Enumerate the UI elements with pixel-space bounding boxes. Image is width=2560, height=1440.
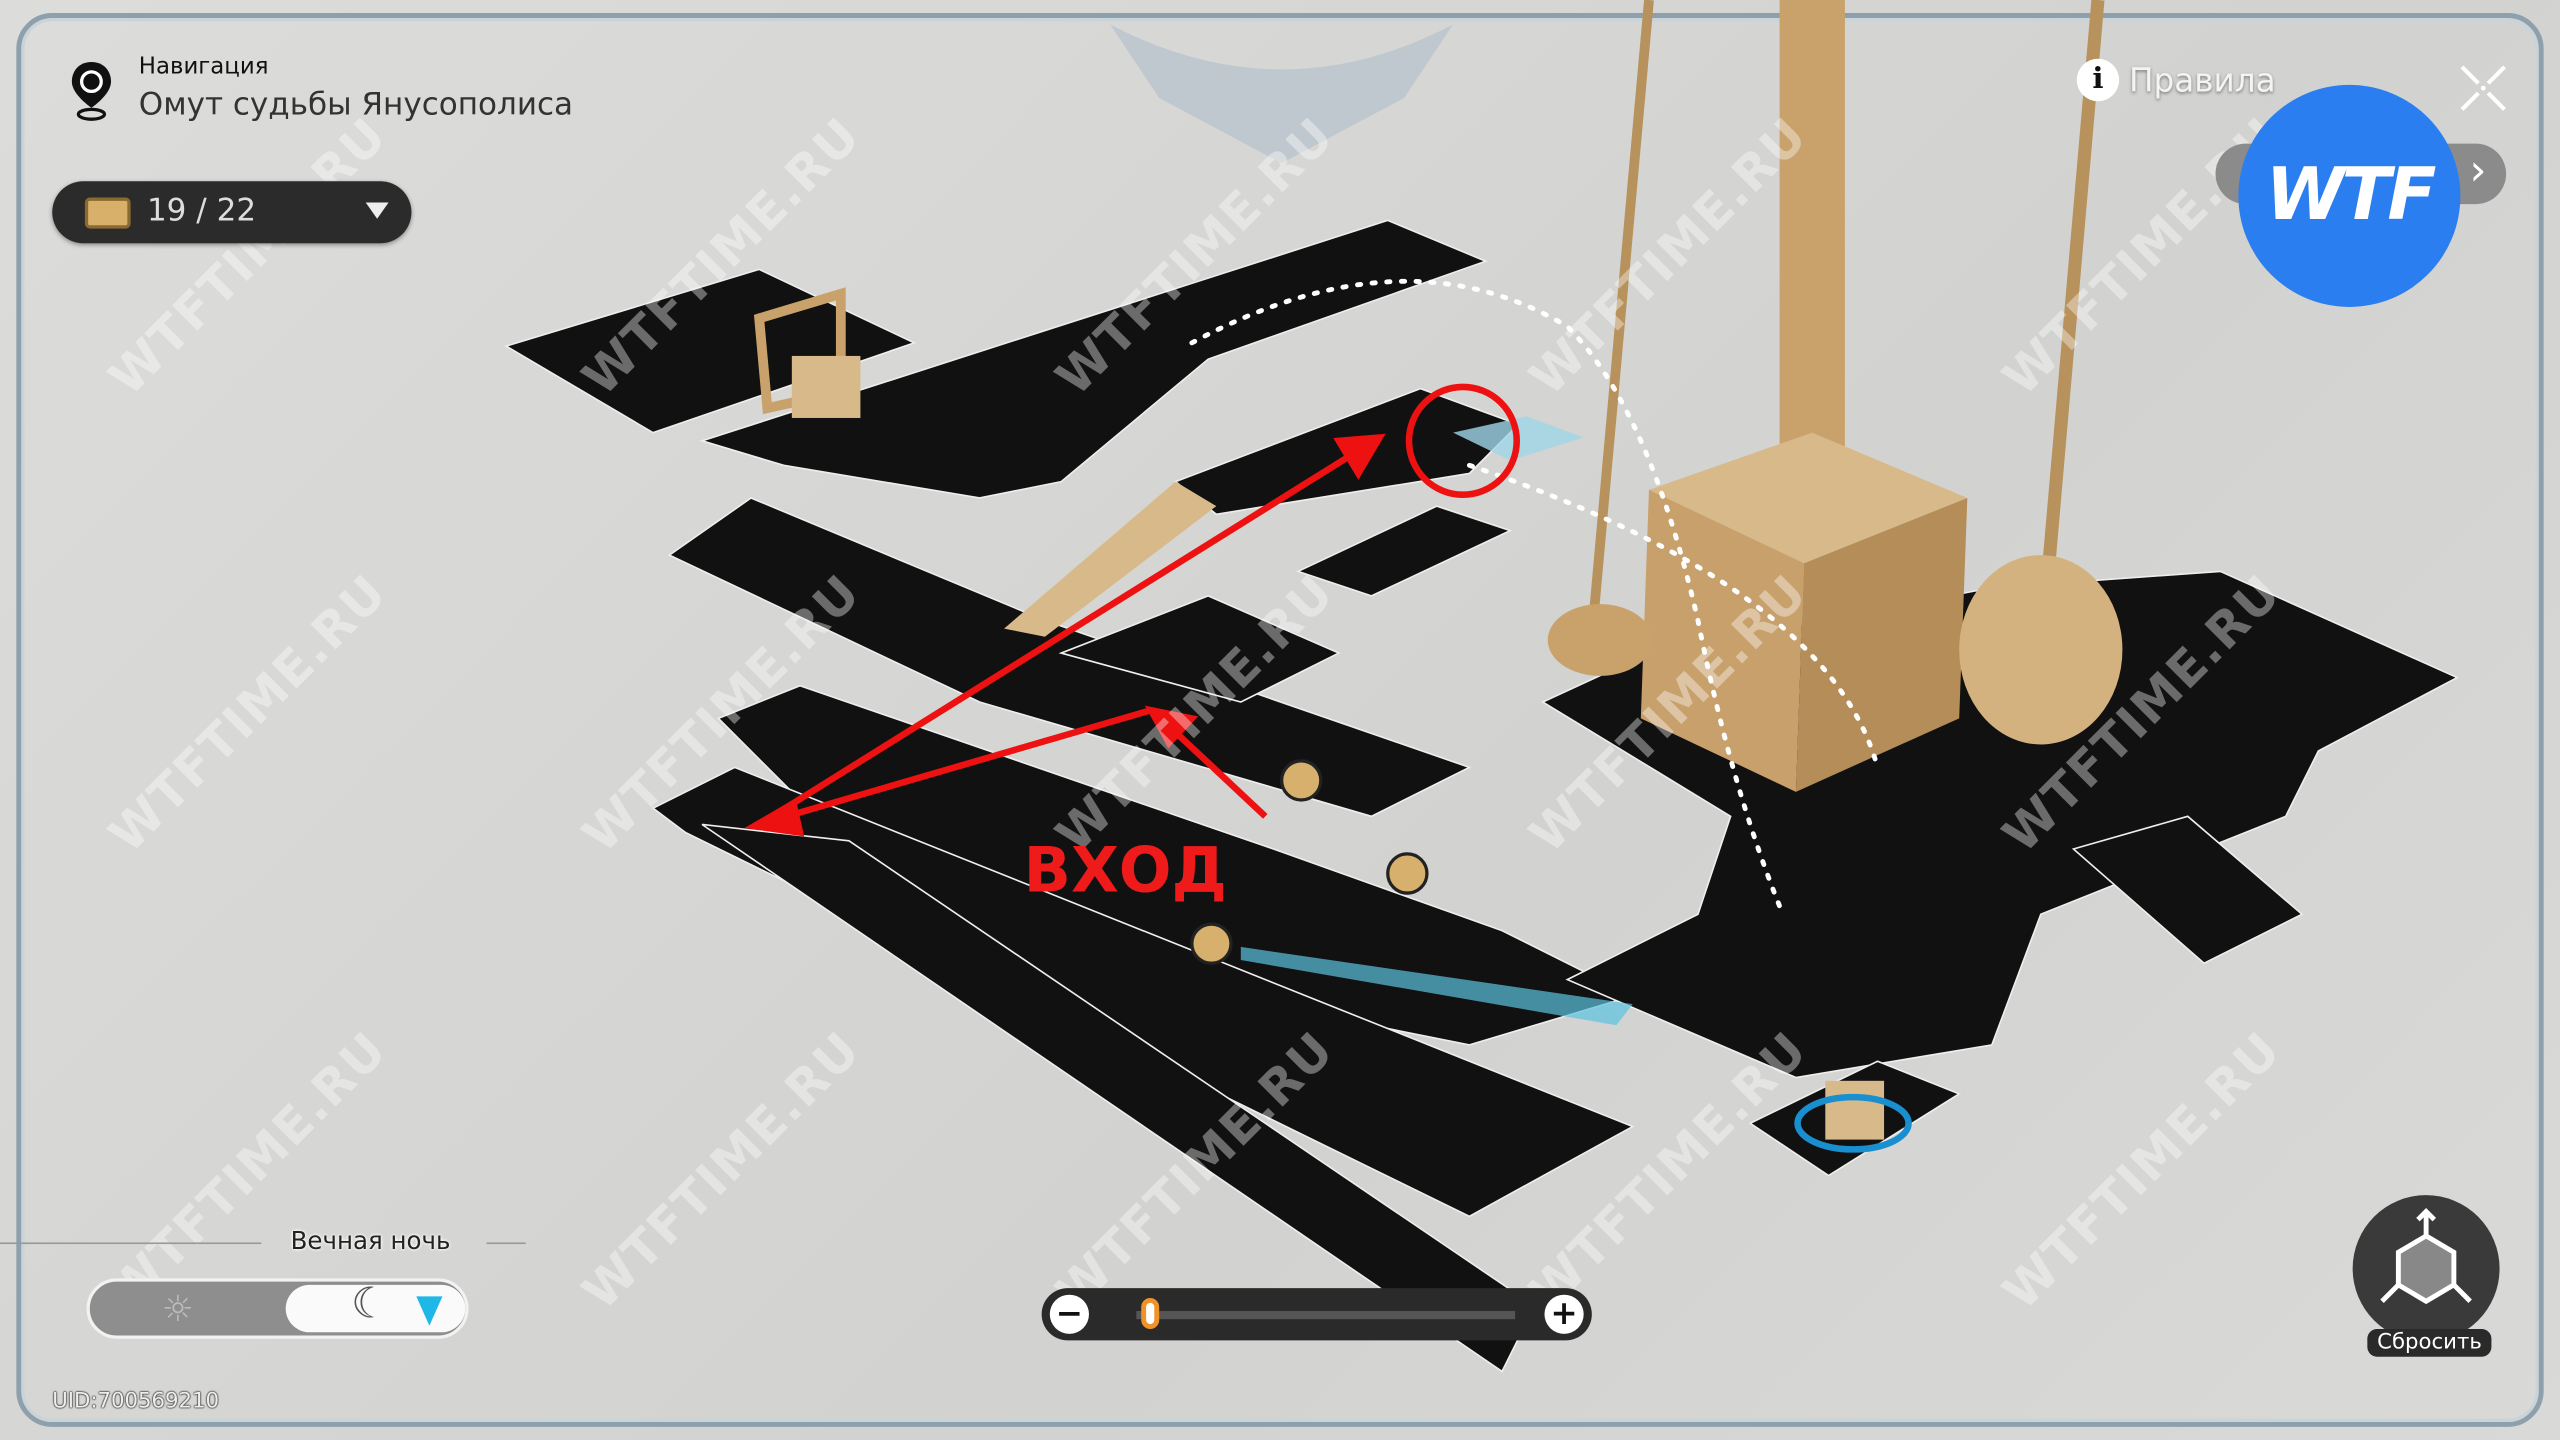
map-pin-icon <box>71 62 112 121</box>
map-room <box>699 219 1488 499</box>
info-icon: i <box>2076 58 2120 102</box>
map-room <box>2071 815 2304 965</box>
entrance-annotation: ВХОД <box>1023 834 1227 907</box>
cube-reset-icon <box>2380 1207 2472 1305</box>
chevron-right-icon: › <box>2469 146 2487 196</box>
zoom-slider[interactable]: − + <box>1041 1288 1592 1341</box>
location-name: Омут судьбы Янусополиса <box>138 86 574 123</box>
moon-icon: ☾ <box>351 1279 390 1329</box>
annotation-arrows <box>744 383 1520 837</box>
time-mode-label: Вечная ночь <box>290 1226 451 1256</box>
sun-icon: ☼ <box>161 1289 194 1331</box>
toggle-knob[interactable]: ☾ <box>285 1280 466 1333</box>
nav-label: Навигация <box>138 53 269 80</box>
day-night-toggle[interactable]: ☼ ☾ <box>86 1278 469 1339</box>
zoom-in-button[interactable]: + <box>1544 1294 1584 1334</box>
close-icon[interactable] <box>2457 62 2509 114</box>
chest-count: 19 / 22 <box>146 192 257 229</box>
map-room <box>504 268 917 434</box>
zoom-out-button[interactable]: − <box>1049 1294 1089 1334</box>
divider <box>486 1242 526 1245</box>
map-room <box>667 497 1472 818</box>
zoom-track[interactable] <box>1136 1311 1516 1320</box>
helmet-icon <box>1190 922 1233 965</box>
helmet-icon <box>1386 852 1429 895</box>
rules-label: Правила <box>2128 60 2276 100</box>
tower-structure <box>753 0 2123 1140</box>
treasure-marker-ring <box>1794 1093 1912 1153</box>
reset-label: Сбросить <box>2367 1328 2492 1357</box>
zoom-handle[interactable] <box>1141 1297 1160 1329</box>
ramp <box>1004 481 1217 637</box>
helmet-icon <box>1279 759 1323 802</box>
guidance-beam <box>1240 946 1633 1026</box>
divider <box>0 1242 262 1245</box>
enemy-marker <box>1190 759 1429 965</box>
map-room <box>1058 595 1341 703</box>
chest-counter-dropdown[interactable]: 19 / 22 <box>52 181 412 244</box>
uid-label: UID:700569210 <box>52 1389 220 1414</box>
target-circle <box>1405 383 1520 498</box>
treasure-chest-icon <box>84 197 131 229</box>
ornamental-frame <box>16 13 2544 1427</box>
player-location-icon <box>416 1296 443 1326</box>
crest-ornament <box>1110 24 1454 164</box>
route-dotted-path <box>1189 278 1880 909</box>
dropdown-arrow-icon <box>365 202 389 219</box>
rules-button[interactable]: i Правила <box>2076 58 2276 102</box>
wtf-logo-watermark: WTF <box>2238 84 2461 307</box>
reset-view-button[interactable] <box>2352 1195 2500 1343</box>
map-room <box>1295 505 1513 597</box>
